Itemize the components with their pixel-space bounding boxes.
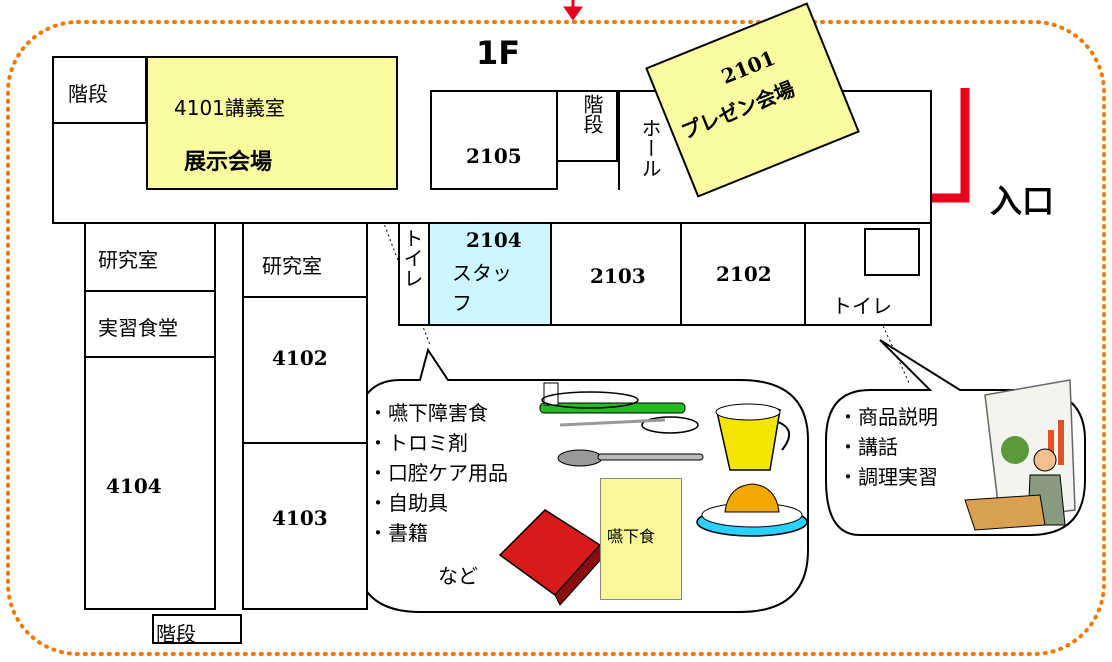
lab-1[interactable]: 研究室 — [84, 222, 216, 292]
toothbrush-illustration — [539, 382, 686, 414]
presenter-illustration — [964, 379, 1076, 531]
stairs-bottom[interactable]: 階段 — [152, 614, 242, 646]
room-4101[interactable]: 4101講義室 展示会場 — [146, 56, 398, 190]
room-4101-event: 展示会場 — [184, 150, 273, 175]
room-4102[interactable]: 4102 — [242, 296, 368, 444]
room-2103[interactable]: 2103 — [550, 222, 682, 326]
exhibit-etc: など — [438, 564, 478, 588]
exhibit-item: ・自助具 — [368, 491, 448, 515]
practice-dining[interactable]: 実習食堂 — [84, 290, 216, 358]
room-2105[interactable]: 2105 — [430, 90, 558, 190]
floor-label: 1F — [476, 34, 521, 72]
toilet-left[interactable]: トイレ — [398, 222, 430, 326]
stairs-top-left[interactable]: 階段 — [52, 56, 147, 124]
room-2102[interactable]: 2102 — [680, 222, 806, 326]
presentation-item: ・調理実習 — [838, 465, 938, 489]
room-2104[interactable]: 2104 スタッフ — [428, 222, 552, 326]
pitcher-illustration — [715, 403, 790, 471]
room-4104[interactable]: 4104 — [84, 356, 216, 610]
top-arrow-icon — [563, 0, 583, 21]
presentation-item: ・講話 — [838, 435, 898, 459]
exhibit-item: ・トロミ剤 — [368, 431, 468, 455]
exhibit-item: ・書籍 — [368, 521, 428, 545]
entrance-label: 入口 — [990, 182, 1055, 220]
swallow-food-package: 嚥下食 — [600, 478, 682, 600]
toilet-fixture — [864, 228, 920, 276]
room-4101-number: 4101講義室 — [174, 96, 285, 120]
jelly-illustration — [696, 483, 808, 537]
stairs-middle[interactable]: 階段 — [556, 90, 618, 162]
presentation-item-list: ・商品説明 ・講話 ・調理実習 — [838, 402, 938, 492]
exhibit-item: ・嚥下障害食 — [368, 401, 488, 425]
room-2104-number: 2104 — [466, 228, 522, 252]
room-4103[interactable]: 4103 — [242, 442, 368, 610]
room-2104-role: スタッフ — [452, 261, 512, 315]
lab-2[interactable]: 研究室 — [242, 222, 368, 298]
corridor-main — [52, 188, 932, 224]
toilet-right[interactable]: トイレ — [804, 222, 932, 326]
exhibit-item-list: ・嚥下障害食 ・トロミ剤 ・口腔ケア用品 ・自助具 ・書籍 — [368, 398, 508, 548]
outer-dotted-border — [6, 20, 1106, 656]
exhibit-item: ・口腔ケア用品 — [368, 461, 508, 485]
spoon-illustration — [557, 449, 704, 467]
presentation-item: ・商品説明 — [838, 405, 938, 429]
